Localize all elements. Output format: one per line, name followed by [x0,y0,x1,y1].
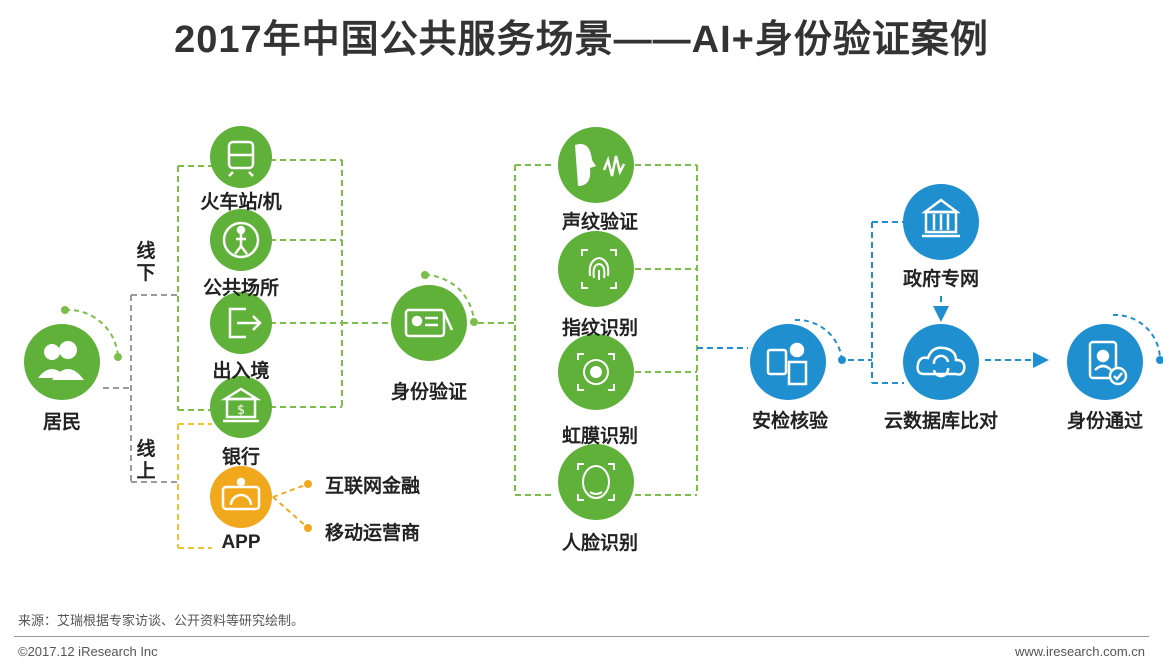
phone-icon [221,477,261,511]
cloud-sync-icon [916,346,966,378]
entry-exit-label: 出入境 [212,361,270,382]
identity-passed-label: 身份通过 [1066,411,1144,432]
bank-icon: $ [220,387,262,423]
app-node [210,466,272,528]
mobile-operator-label: 移动运营商 [325,523,421,544]
cloud-db-node [903,324,979,400]
resident-label: 居民 [42,412,82,433]
security-check-label: 安检核验 [751,411,829,432]
train-icon [227,140,255,177]
bank-label: 银行 [221,447,261,468]
identity-verification-node [391,285,467,361]
pedestrian-icon [222,221,260,259]
website: www.iresearch.com.cn [1014,644,1145,659]
officer-icon [766,342,808,386]
bank-node: $ [210,376,272,438]
internet-finance-label: 互联网金融 [325,476,421,497]
copyright: ©2017.12 iResearch Inc [18,644,158,659]
identity-verification-label: 身份验证 [390,382,468,403]
resident-node [24,324,100,400]
face-label: 人脸识别 [561,533,639,554]
iris-node [558,334,634,410]
fingerprint-label: 指纹识别 [561,318,639,339]
face-icon [577,463,615,501]
public-place-node [210,209,272,271]
train-airport-label: 火车站/机 [200,192,282,213]
decor-arcs [61,271,1163,532]
people-icon [38,341,84,380]
public-place-label: 公共场所 [202,278,280,299]
connectors [103,159,1049,549]
iris-label: 虹膜识别 [561,426,639,447]
voiceprint-label: 声纹验证 [561,212,639,233]
offline-label: 线下 [136,241,156,284]
footer-divider [14,636,1149,637]
voiceprint-node [558,127,634,203]
badge-check-icon [1088,340,1128,386]
fingerprint-icon [581,249,617,289]
online-label: 线上 [136,439,156,482]
security-check-node [750,324,826,400]
identity-passed-node [1067,324,1143,400]
eye-icon [577,353,615,391]
fingerprint-node [558,231,634,307]
voice-icon [575,144,626,186]
entry-exit-node [210,292,272,354]
source-note: 来源：艾瑞根据专家访谈、公开资料等研究绘制。 [18,613,305,628]
exit-icon [228,307,262,339]
gov-network-label: 政府专网 [902,269,980,290]
app-label: APP [221,532,261,553]
train-node [210,126,272,188]
cloud-db-label: 云数据库比对 [883,411,999,432]
gov-network-node [903,184,979,260]
page-title: 2017年中国公共服务场景——AI+身份验证案例 [174,19,989,61]
svg-text:$: $ [237,403,245,418]
id-card-icon [404,308,454,338]
government-building-icon [921,198,961,238]
face-node [558,444,634,520]
